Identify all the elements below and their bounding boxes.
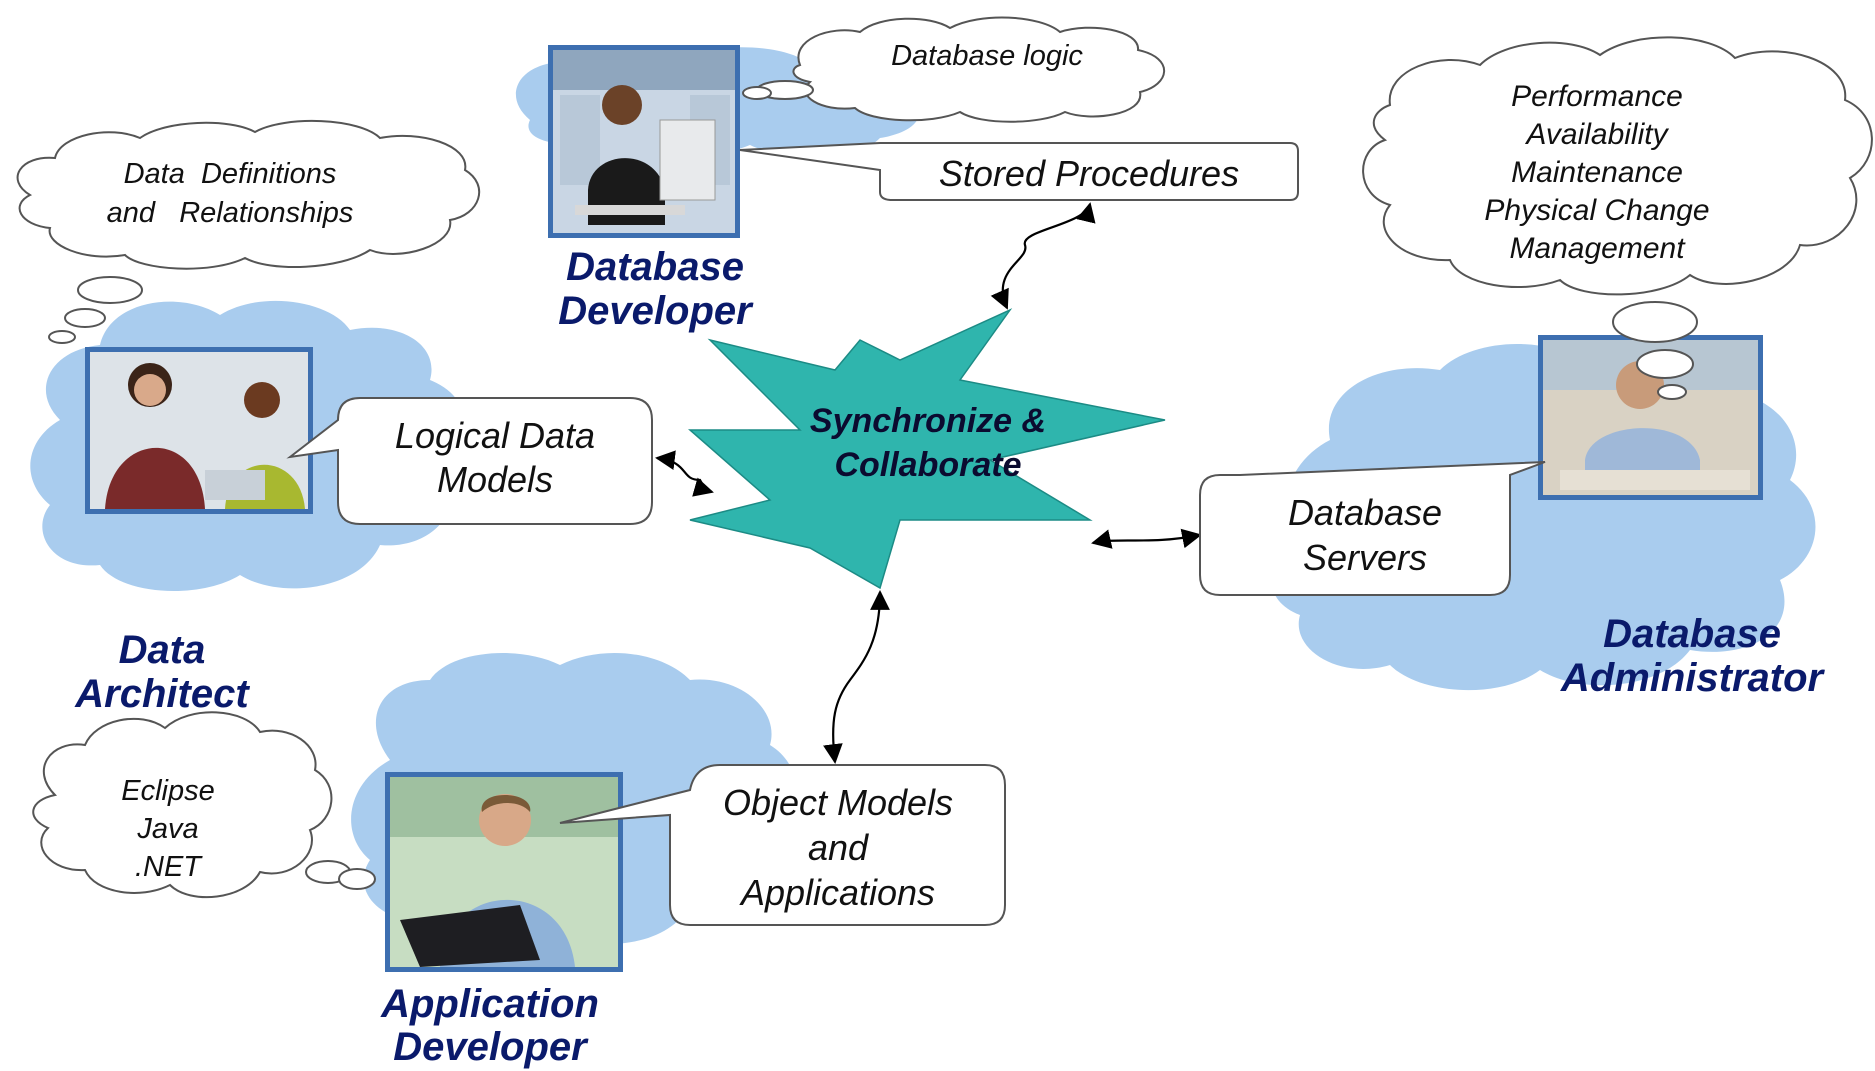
app-dev-thought-line2: Java <box>136 813 198 845</box>
dba-thought-line1: Performance <box>1511 80 1683 113</box>
arrow-to-object-models <box>823 590 890 764</box>
speech-bubble-object-models: Object Models and Applications <box>559 764 1006 926</box>
speech-bubble-database-servers: Database Servers <box>1199 461 1546 596</box>
object-models-line1: Object Models <box>723 782 953 823</box>
role-database-administrator-line1: Database <box>1603 612 1781 656</box>
role-database-developer-line2: Developer <box>558 289 754 333</box>
database-servers-line1: Database <box>1288 492 1442 533</box>
center-label-line2: Collaborate <box>834 446 1021 484</box>
thought-cloud-app-dev: Eclipse Java .NET <box>32 711 376 898</box>
role-database-administrator-line2: Administrator <box>1560 656 1826 700</box>
data-definitions-line1: Data Definitions <box>124 158 337 190</box>
database-servers-line2: Servers <box>1303 537 1427 578</box>
person-photo-application-developer-icon <box>385 772 623 972</box>
role-data-architect-line2: Architect <box>74 672 250 716</box>
role-database-developer-line1: Database <box>566 245 744 289</box>
person-photo-data-architect-icon <box>85 347 313 514</box>
center-label-line1: Synchronize & <box>810 402 1046 440</box>
data-definitions-line2: and Relationships <box>107 197 354 229</box>
logical-data-models-line2: Models <box>437 459 553 500</box>
arrow-to-database-servers <box>1091 528 1202 549</box>
object-models-line2: and <box>808 827 869 868</box>
thought-cloud-database-logic: Database logic <box>742 16 1166 123</box>
role-application-developer-line2: Developer <box>393 1025 589 1069</box>
logical-data-models-line1: Logical Data <box>395 415 595 456</box>
dba-thought-line5: Management <box>1509 232 1686 265</box>
dba-thought-line4: Physical Change <box>1484 194 1709 227</box>
thought-cloud-data-definitions: Data Definitions and Relationships <box>16 119 481 344</box>
dba-thought-line2: Availability <box>1524 118 1669 151</box>
role-application-developer-line1: Application <box>380 982 599 1026</box>
speech-bubble-stored-procedures: Stored Procedures <box>739 142 1299 201</box>
person-photo-database-developer-icon <box>548 45 740 238</box>
arrow-to-logical-models <box>655 450 714 497</box>
dba-thought-line3: Maintenance <box>1511 156 1683 189</box>
database-logic-text: Database logic <box>891 40 1083 72</box>
stored-procedures-text: Stored Procedures <box>939 153 1239 194</box>
center-starburst <box>688 308 1166 590</box>
role-data-architect-line1: Data <box>119 628 206 672</box>
speech-bubble-logical-data-models: Logical Data Models <box>286 397 653 525</box>
app-dev-thought-line3: .NET <box>135 851 203 883</box>
app-dev-thought-line1: Eclipse <box>121 775 215 807</box>
object-models-line3: Applications <box>739 872 935 913</box>
connector-arrows <box>655 202 1202 764</box>
arrow-to-stored-procedures <box>990 202 1096 310</box>
thought-cloud-dba: Performance Availability Maintenance Phy… <box>1362 36 1873 400</box>
